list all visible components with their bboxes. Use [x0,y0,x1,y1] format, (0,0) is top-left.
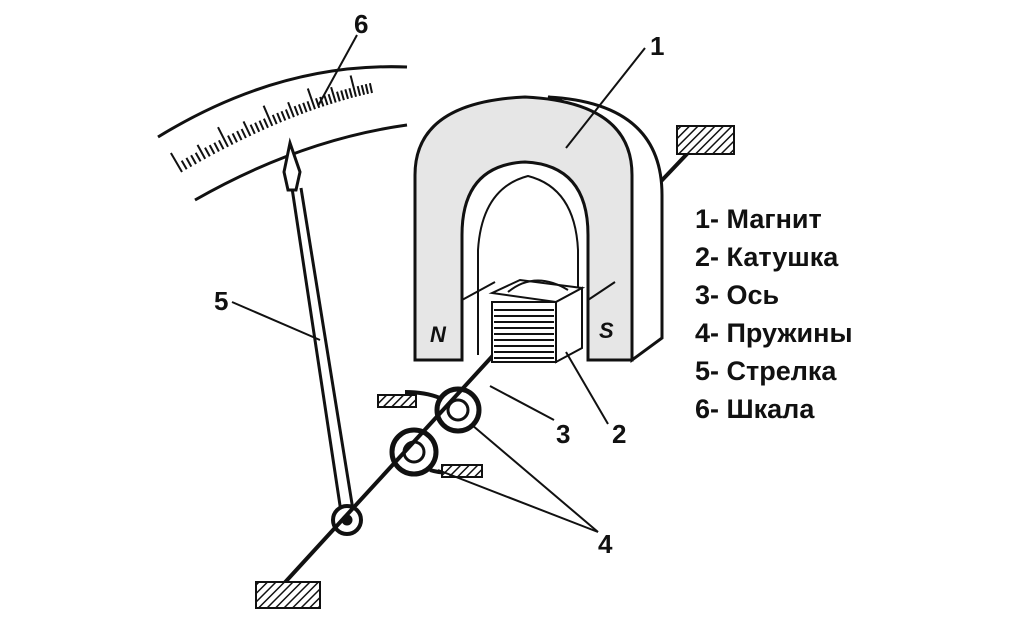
coil [488,278,586,364]
spring-upper-coil-outer [434,386,482,434]
magnet-front [413,95,634,362]
legend-item-pointer: 5- Стрелка [695,356,837,386]
scale-tick [271,114,278,125]
scale-tick [227,135,234,146]
spring-upper-anchor [377,394,417,408]
scale-tick [368,82,373,94]
leader-springs-b [437,469,599,533]
scale-ticks [170,75,373,173]
scale-tick [348,87,353,99]
leader-springs-a [471,424,599,533]
scale-tick [231,132,238,143]
scale-tick [258,120,265,131]
scale-tick [276,112,282,123]
pointer-tip [282,137,302,192]
scale-tick [218,139,225,150]
axis-mount-top [676,125,735,155]
leader-lines [231,34,646,533]
legend-item-axis: 3- Ось [695,280,780,310]
scale-tick [204,147,211,157]
scale-tick [349,75,357,98]
spring-lower [389,427,483,478]
scale-tick [319,96,325,107]
scale-tick [262,118,269,129]
scale-tick [306,100,312,112]
scale-tick [327,93,333,105]
south-pole-label: S [599,318,614,343]
legend-item-springs: 4- Пружины [695,318,853,348]
scale-tick [336,91,341,102]
scale-tick [344,89,349,100]
scale-tick [284,109,291,120]
springs [377,386,483,478]
scale-tick [364,83,369,95]
spring-lower-coil-outer [389,427,439,477]
spring-upper-arm [404,390,441,400]
coil-windings [494,309,554,359]
scale-tick [190,154,197,165]
scale-inner-arc [194,123,408,202]
pointer-shaft-left [290,187,343,513]
legend: 1- Магнит 2- Катушка 3- Ось 4- Пружины 5… [695,200,853,428]
scale-tick [208,144,216,155]
legend-item-magnet: 1- Магнит [695,204,822,234]
scale-tick [323,95,329,106]
scale-outer-arc [157,65,408,139]
scale-tick [185,157,193,168]
legend-item-scale: 6- Шкала [695,394,815,424]
pointer-shaft-right [299,187,355,511]
legend-item-coil: 2- Катушка [695,242,839,272]
scale-tick [262,105,274,127]
pointer [282,137,363,536]
scale-tick [360,84,366,96]
scale-tick [297,104,304,115]
callout-2: 2 [612,419,626,449]
callout-6: 6 [354,9,368,39]
scale-tick [213,142,220,152]
leader-pointer [231,301,321,341]
callout-1: 1 [650,31,664,61]
spring-upper-coil-inner [446,398,470,422]
spring-lower-anchor [441,464,483,478]
leader-axis [489,385,555,421]
callout-5: 5 [214,286,228,316]
scale-tick [242,120,252,137]
scale [157,65,408,202]
magnet-inner-depth [477,174,579,355]
magnet-pole-left-edge [461,281,496,301]
leader-magnet [565,47,646,149]
leader-coil [565,351,609,425]
scale-tick [340,90,345,101]
axis-mount-bottom [255,581,321,609]
magnet: N S [413,95,664,363]
scale-tick [240,128,247,139]
scale-tick [170,152,183,173]
coil-rim [507,279,569,293]
spring-lower-coil-inner [402,440,426,464]
north-pole-label: N [430,322,447,347]
coil-side [555,286,583,364]
scale-tick [302,102,308,113]
scale-tick [249,124,256,135]
scale-tick [356,85,362,97]
leader-scale [317,34,358,107]
callout-3: 3 [556,419,570,449]
magnet-pole-right-edge [587,281,616,301]
callout-numbers: 1 6 5 3 2 4 [214,9,664,559]
scale-tick [293,105,300,116]
scale-tick [236,130,243,141]
scale-tick [330,86,337,103]
scale-tick [280,110,287,121]
scale-tick [217,126,229,148]
scale-tick [196,144,207,160]
scale-tick [194,152,202,162]
scale-tick [254,122,261,133]
spring-upper [377,386,482,434]
scale-tick [306,88,316,110]
callout-4: 4 [598,529,613,559]
scale-tick [287,101,295,118]
scale-tick [180,160,188,170]
